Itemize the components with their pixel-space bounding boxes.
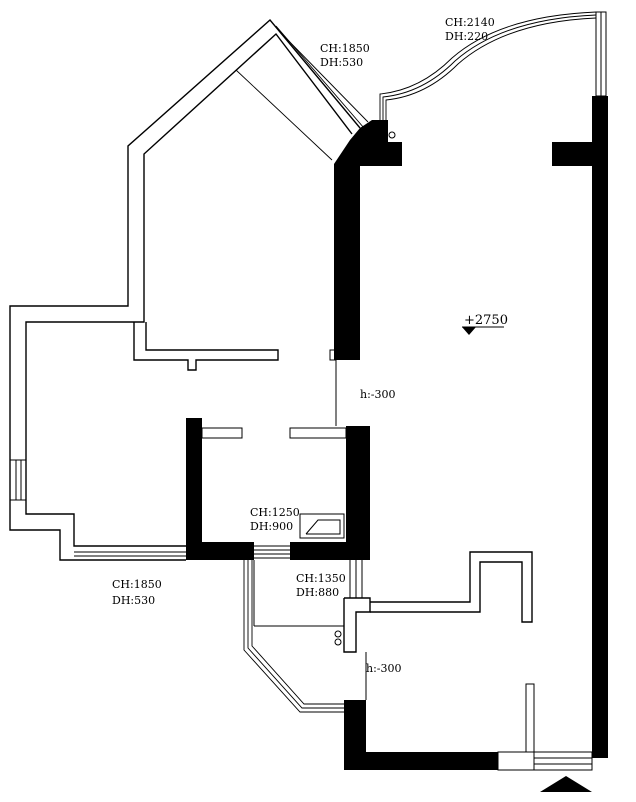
left-counter — [133, 322, 279, 371]
arc-window-dh: DH:220 — [445, 30, 488, 43]
level-upper: h:-300 — [360, 388, 396, 401]
bathroom-walls — [186, 418, 254, 560]
left-wing — [9, 18, 369, 561]
elevation-marker — [462, 327, 476, 335]
bathroom-block — [186, 349, 370, 560]
top-window-dh: DH:530 — [320, 56, 363, 69]
arc-window — [379, 11, 597, 120]
inner-partitions — [334, 551, 535, 753]
lower-window-dh: DH:880 — [296, 586, 339, 599]
right-wall — [592, 96, 608, 758]
right-wall-stub — [552, 142, 608, 166]
inner-window-dh: DH:900 — [250, 520, 293, 533]
arc-window-ch: CH:2140 — [445, 16, 495, 29]
lower-balcony — [243, 560, 363, 713]
bottom-wall — [344, 700, 498, 770]
left-outer-wall — [9, 18, 361, 561]
level-lower: h:-300 — [366, 662, 402, 675]
bottom-door-frame — [497, 751, 535, 771]
left-window-dh: DH:530 — [112, 594, 155, 607]
top-window-ch: CH:1850 — [320, 42, 370, 55]
bottom-window-frame — [533, 751, 593, 771]
main-room — [334, 11, 608, 792]
lower-window-ch: CH:1350 — [296, 572, 346, 585]
partition-stub — [525, 683, 535, 753]
pipe-marker — [388, 131, 396, 139]
left-inner-wall — [25, 32, 353, 547]
vanity — [299, 513, 345, 539]
partition-u — [370, 551, 533, 623]
entrance-arrow — [540, 776, 592, 792]
step-wall — [343, 597, 371, 653]
left-window-ch: CH:1850 — [112, 578, 162, 591]
central-wall-upper — [334, 120, 402, 360]
elevation-label: +2750 — [464, 313, 508, 328]
left-wall-window — [9, 459, 27, 501]
inner-window-ch: CH:1250 — [250, 506, 300, 519]
annotations: CH:1850 DH:530 CH:2140 DH:220 CH:1850 DH… — [112, 16, 508, 675]
